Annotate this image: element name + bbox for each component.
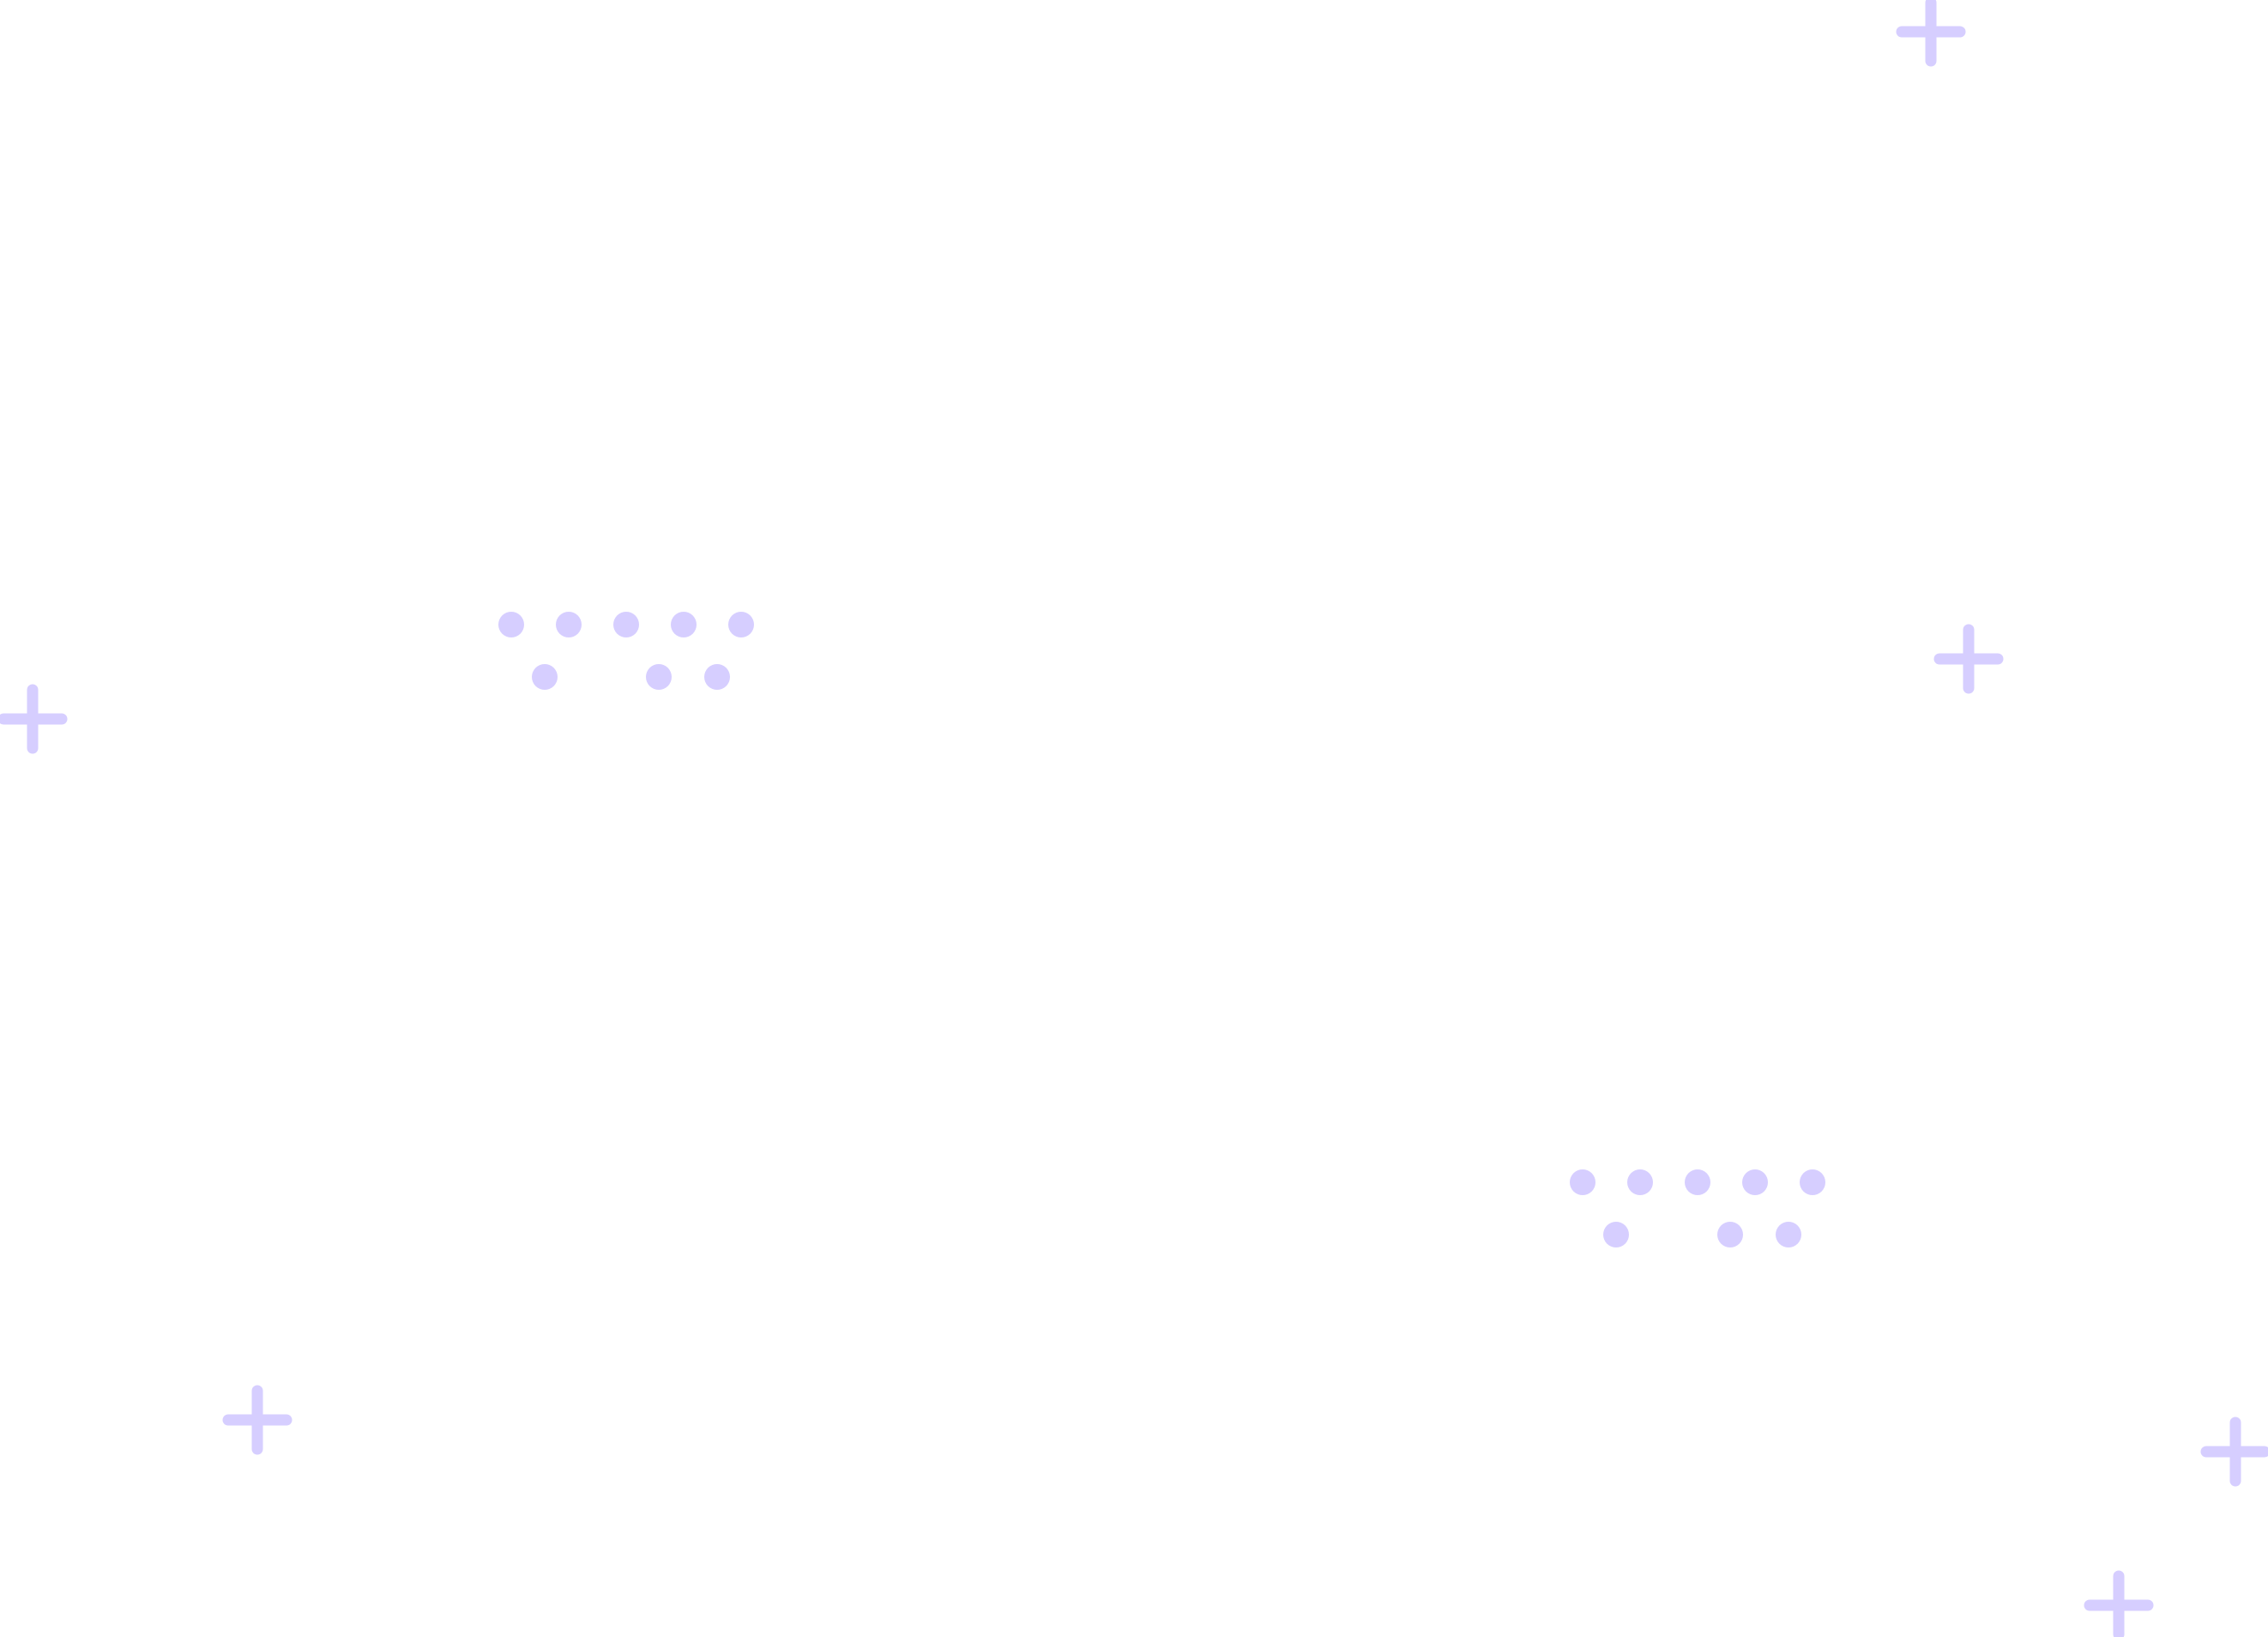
plus-icon [1896,0,1966,67]
dot [1603,1222,1629,1247]
plus-icon [2200,1417,2268,1487]
dot [728,612,754,637]
dot [556,612,582,637]
dot [646,664,672,690]
dot [671,612,697,637]
dot [498,612,524,637]
dot [1627,1169,1653,1195]
plus-icon [0,684,68,754]
dot [1685,1169,1710,1195]
plus-icon [2084,1570,2154,1637]
dot [1800,1169,1825,1195]
dot [613,612,639,637]
dot-cluster [498,612,754,690]
dot [1742,1169,1768,1195]
dot [704,664,730,690]
plus-icon [1933,624,2004,694]
dot [1776,1222,1801,1247]
plus-icon [222,1385,293,1455]
dot [532,664,558,690]
dot [1717,1222,1743,1247]
dot [1570,1169,1595,1195]
dot-cluster [1570,1169,1825,1247]
